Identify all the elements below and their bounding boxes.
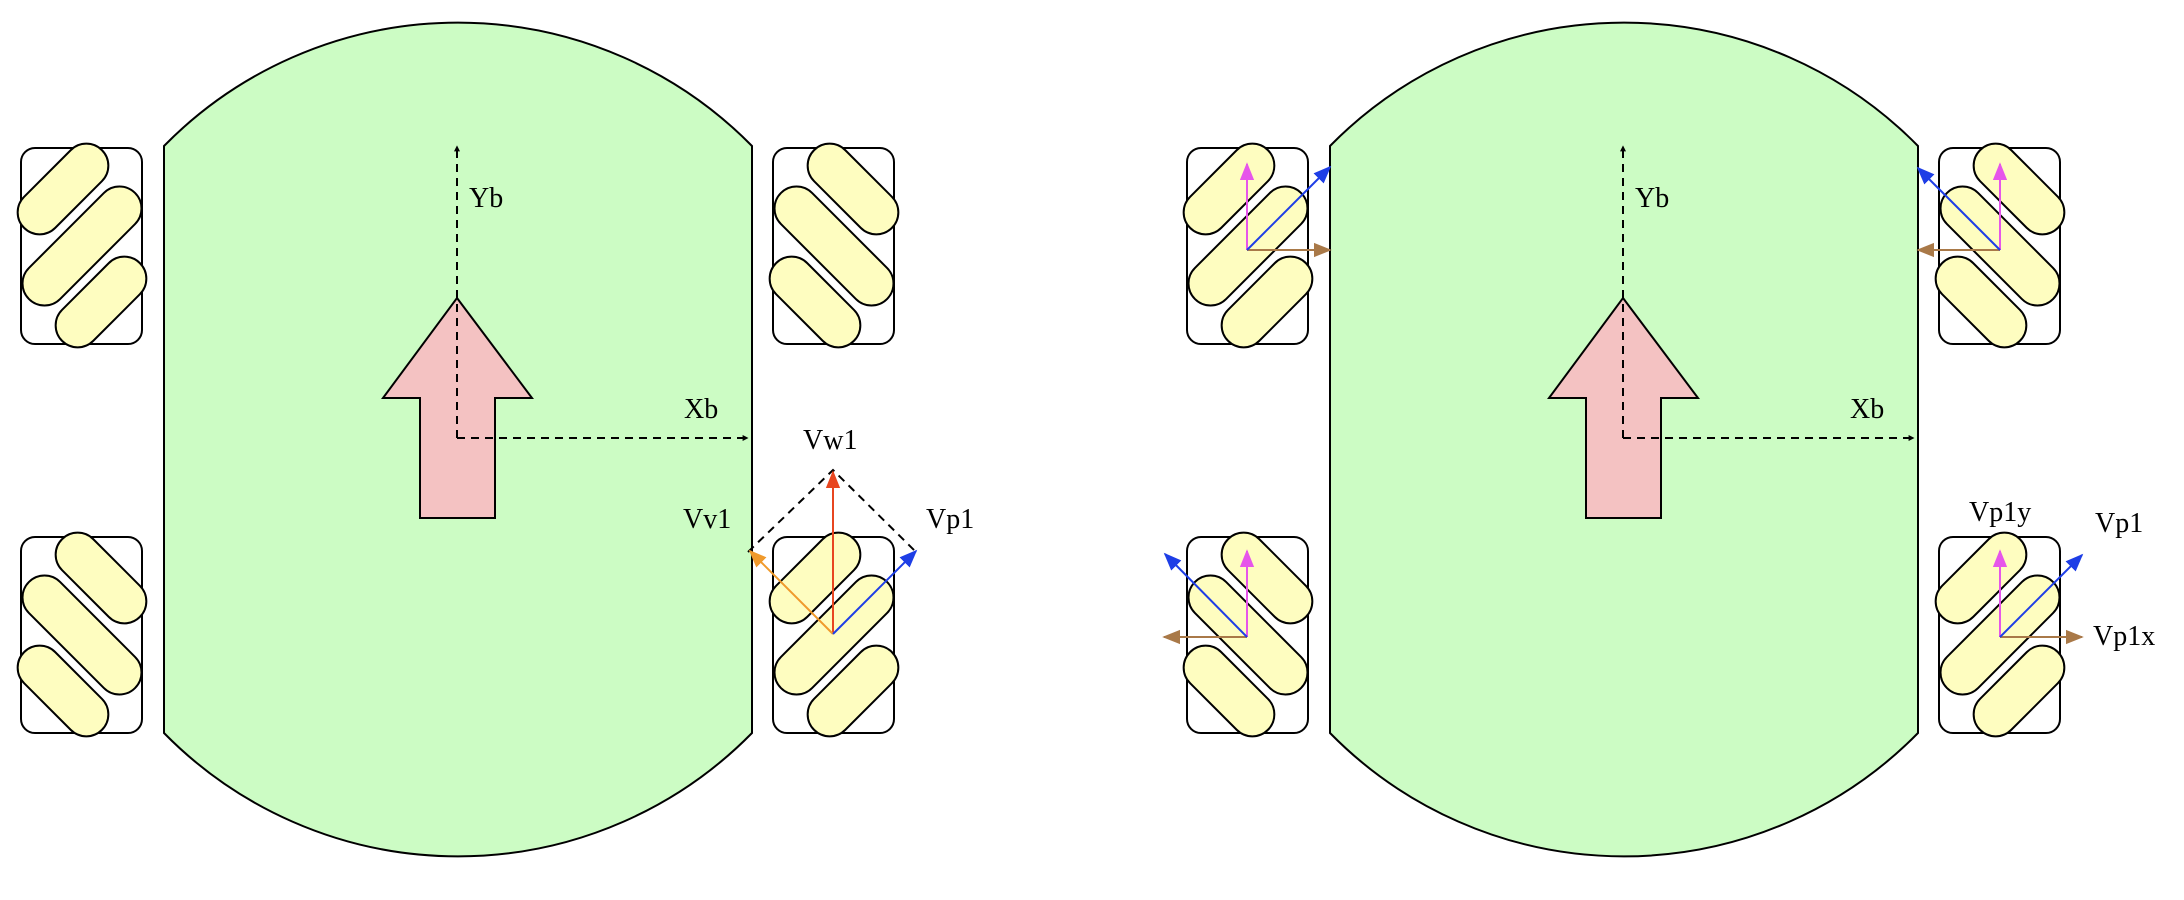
wheel-front-right bbox=[768, 142, 900, 349]
vp-vector bbox=[1163, 552, 1248, 638]
components-rear-right: Vp1y Vp1 Vp1x bbox=[1969, 497, 2155, 652]
vv1-label: Vv1 bbox=[683, 504, 731, 535]
yb-axis-label: Yb bbox=[469, 183, 503, 214]
vp1-label: Vp1 bbox=[926, 504, 974, 535]
decomposition-guide bbox=[747, 468, 917, 553]
vp1x-label: Vp1x bbox=[2093, 621, 2155, 652]
vw1-label: Vw1 bbox=[803, 425, 857, 456]
wheel-rear-left bbox=[16, 531, 148, 738]
components-front-left bbox=[1239, 162, 1332, 258]
vp-vector bbox=[1246, 165, 1332, 251]
wheel-front-left bbox=[16, 142, 148, 349]
vp-vector bbox=[1916, 166, 2001, 251]
vp-vector bbox=[1999, 553, 2084, 638]
yb-axis-label: Yb bbox=[1635, 183, 1669, 214]
wheel-rear-right bbox=[768, 531, 900, 738]
xb-axis-label: Xb bbox=[1850, 394, 1884, 425]
vp1-label: Vp1 bbox=[2095, 508, 2143, 539]
vp1-vector bbox=[832, 549, 918, 635]
vv1-vector bbox=[748, 549, 834, 635]
wheel-front-left bbox=[1182, 142, 1314, 349]
components-front-right bbox=[1916, 162, 2008, 258]
panel-right: Yb Xb Vp1y Vp1 Vp1x bbox=[1162, 21, 2155, 858]
components-rear-left bbox=[1162, 549, 1255, 645]
xb-axis-label: Xb bbox=[684, 394, 718, 425]
panel-left: Yb Xb Vw1 Vv1 Vp1 bbox=[16, 21, 974, 858]
velocity-decomposition: Vw1 Vv1 Vp1 bbox=[683, 425, 974, 635]
vp1y-label: Vp1y bbox=[1969, 497, 2031, 528]
